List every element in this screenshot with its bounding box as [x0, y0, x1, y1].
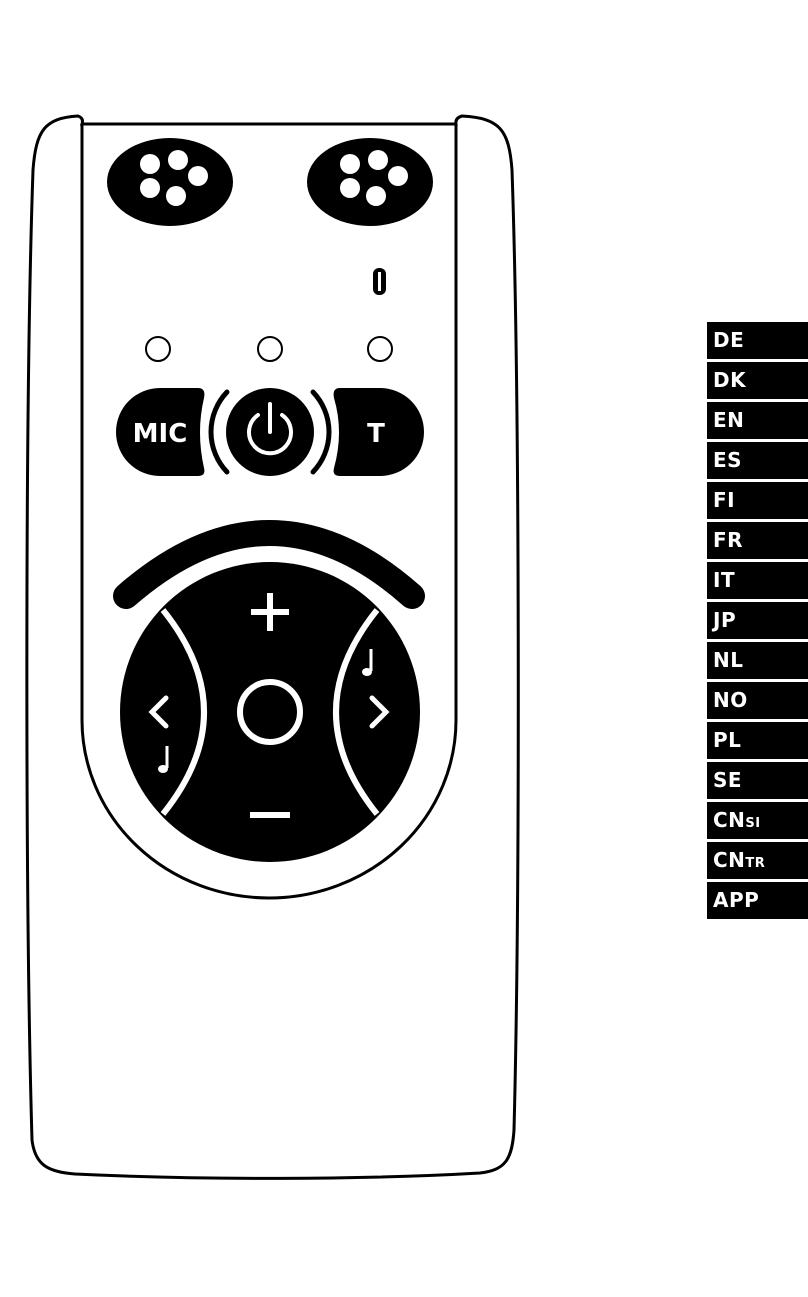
mic-button[interactable]: MIC [116, 388, 204, 476]
right-speaker-grille [307, 138, 433, 226]
language-tab-code: NL [713, 648, 743, 672]
language-tab-es[interactable]: ES [707, 442, 808, 479]
language-tab-it[interactable]: IT [707, 562, 808, 599]
left-speaker-grille [107, 138, 233, 226]
remote-control-diagram: MIC T [0, 0, 560, 1297]
language-tab-code: FI [713, 488, 735, 512]
language-tab-code: DE [713, 328, 744, 352]
mic-button-label: MIC [133, 419, 188, 449]
language-tab-fi[interactable]: FI [707, 482, 808, 519]
language-tab-code: FR [713, 528, 743, 552]
language-tab-variant: TR [745, 856, 765, 871]
language-tab-code: CN [713, 808, 745, 832]
language-tab-fr[interactable]: FR [707, 522, 808, 559]
language-tab-code: JP [713, 608, 736, 632]
language-tab-pl[interactable]: PL [707, 722, 808, 759]
language-tab-code: DK [713, 368, 746, 392]
language-tab-cnsi[interactable]: CNSI [707, 802, 808, 839]
language-tab-code: SE [713, 768, 742, 792]
language-tab-app[interactable]: APP [707, 882, 808, 919]
language-tab-en[interactable]: EN [707, 402, 808, 439]
t-button[interactable]: T [334, 388, 424, 476]
language-tab-code: EN [713, 408, 744, 432]
led-indicator-left [146, 337, 170, 361]
language-tab-code: APP [713, 888, 759, 912]
led-indicator-right [368, 337, 392, 361]
language-tab-jp[interactable]: JP [707, 602, 808, 639]
language-tab-nl[interactable]: NL [707, 642, 808, 679]
language-tab-cntr[interactable]: CNTR [707, 842, 808, 879]
language-tab-no[interactable]: NO [707, 682, 808, 719]
language-tab-de[interactable]: DE [707, 322, 808, 359]
language-tab-code: IT [713, 568, 735, 592]
language-tab-se[interactable]: SE [707, 762, 808, 799]
language-tab-code: NO [713, 688, 748, 712]
language-tab-code: PL [713, 728, 741, 752]
language-tab-code: CN [713, 848, 745, 872]
language-tab-dk[interactable]: DK [707, 362, 808, 399]
led-indicator-center [258, 337, 282, 361]
t-button-label: T [367, 419, 385, 449]
language-tab-variant: SI [745, 816, 760, 831]
language-tab-code: ES [713, 448, 742, 472]
